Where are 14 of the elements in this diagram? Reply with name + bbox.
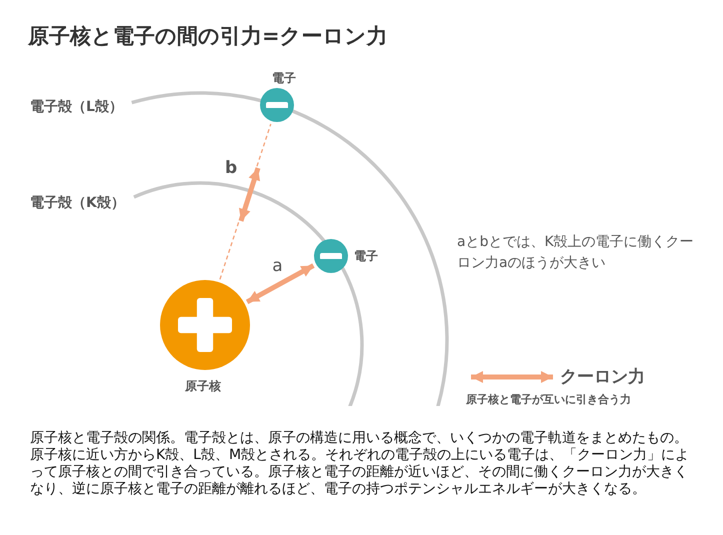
node-caption: 原子核: [185, 378, 221, 395]
shell-label: 電子殻（L殻）: [30, 98, 123, 116]
caption: 原子核と電子殻の関係。電子殻とは、原子の構造に用いる概念で、いくつかの電子軌道をまとめたもの。原子核に近い方からK殻、L殻、M殻とされる。それぞれの電子殻の上にいる電子は、「クーロン力」によって原子核との間で引き合っている。原子核と電子の距離が近いほど、その間に働くクーロン力が大きくなり、逆に原子核と電子の距離が離れるほど、電子の持つポテンシャルエネルギーが大きくなる。: [30, 430, 690, 498]
note-text: aとbとでは、K殻上の電子に働くクーロン力aのほうが大きい: [457, 233, 695, 273]
distance-label: b: [225, 158, 238, 178]
title: 原子核と電子の間の引力=クーロン力: [28, 23, 388, 50]
double-arrow: [246, 263, 315, 304]
legend-label: クーロン力: [560, 366, 645, 388]
node-caption: 電子: [354, 248, 378, 265]
legend-description: 原子核と電子が互いに引き合う力: [466, 392, 631, 407]
node-caption: 電子: [272, 70, 296, 87]
dashed-line: [219, 124, 272, 280]
edge-label: a: [272, 256, 283, 276]
shell-label: 電子殻（K殻）: [30, 194, 125, 212]
